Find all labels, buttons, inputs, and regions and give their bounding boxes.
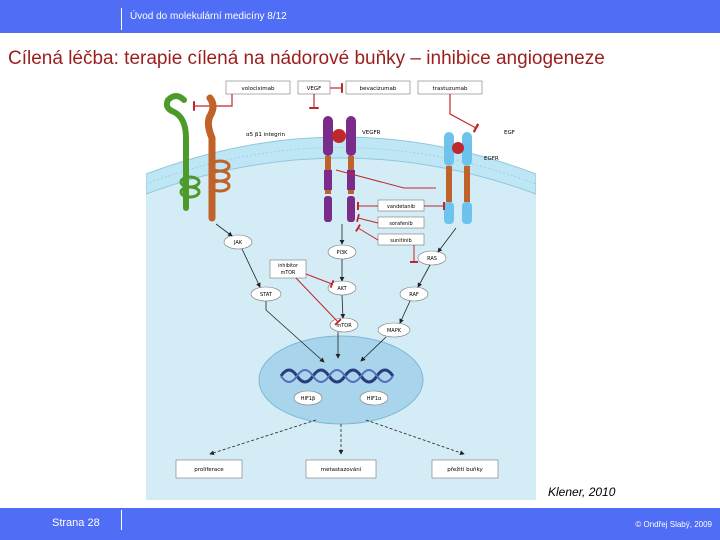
node-mapk: MAPK: [377, 322, 411, 338]
tki-label: sunitinib: [390, 238, 411, 244]
svg-text:JAK: JAK: [233, 240, 243, 246]
receptor-label-egfr: EGFR: [484, 156, 499, 162]
drug-label-volociximab: volociximab: [241, 86, 275, 92]
signaling-arrows: [215, 223, 457, 363]
node-hif1b: HIF1β: [293, 390, 323, 406]
trastuzumab-inhibition: [449, 94, 480, 133]
tki-box-vandetanib: vandetanib: [377, 199, 425, 212]
tki-box-sorafenib: sorafenib: [377, 216, 425, 229]
footer-divider: [121, 510, 122, 530]
svg-text:proliferace: proliferace: [194, 467, 224, 473]
svg-text:inhibitor: inhibitor: [278, 263, 298, 269]
ligand-box-vegf: VEGF: [297, 80, 331, 95]
svg-text:mTOR: mTOR: [336, 323, 352, 329]
node-mtor: mTOR: [329, 317, 359, 333]
outcome-metastazovani: metastazování: [305, 459, 377, 479]
svg-text:HIF1α: HIF1α: [367, 396, 382, 402]
svg-text:AKT: AKT: [337, 286, 347, 292]
outcome-arrows: [209, 419, 465, 456]
drug-label-bevacizumab: bevacizumab: [360, 86, 397, 92]
volociximab-inhibition: [192, 94, 233, 111]
header-bar: Úvod do molekulární medicíny 8/12: [0, 0, 720, 33]
svg-text:STAT: STAT: [260, 292, 273, 298]
slide-title: Cílená léčba: terapie cílená na nádorové…: [8, 48, 605, 69]
node-jak: JAK: [223, 234, 253, 250]
header-divider: [121, 8, 122, 30]
drug-box-trastuzumab: trastuzumab: [417, 80, 483, 95]
svg-text:RAS: RAS: [427, 256, 437, 262]
node-pi3k: PI3K: [327, 244, 357, 260]
ligand-label-egf: EGF: [504, 130, 515, 136]
svg-text:metastazování: metastazování: [321, 466, 362, 473]
drug-box-volociximab: volociximab: [225, 80, 291, 95]
course-title: Úvod do molekulární medicíny 8/12: [130, 11, 287, 22]
outcome-preziti-bunky: přežití buňky: [431, 459, 499, 479]
figure-credit: Klener, 2010: [548, 485, 616, 499]
vegfr-receptor: VEGFR: [323, 116, 381, 222]
copyright: © Ondřej Slabý, 2009: [635, 520, 712, 529]
tki-label: sorafenib: [389, 221, 412, 227]
node-hif1a: HIF1α: [359, 390, 389, 406]
egfr-receptor: EGFR EGF: [444, 130, 515, 224]
cell-membrane: [146, 136, 536, 195]
svg-text:přežití buňky: přežití buňky: [447, 466, 483, 473]
receptor-label-vegfr: VEGFR: [362, 130, 381, 136]
node-ras: RAS: [417, 250, 447, 266]
tki-box-sunitinib: sunitinib: [377, 233, 425, 246]
page-number: Strana 28: [52, 517, 100, 529]
drug-box-bevacizumab: bevacizumab: [345, 80, 411, 95]
drug-label-trastuzumab: trastuzumab: [433, 86, 468, 92]
dna-helix: [279, 368, 395, 384]
node-stat: STAT: [250, 286, 282, 302]
outcome-proliferace: proliferace: [175, 459, 243, 479]
node-akt: AKT: [327, 280, 357, 296]
svg-text:PI3K: PI3K: [337, 250, 349, 256]
integrin-receptor: α5 β1 integrin: [163, 93, 285, 222]
angiogenesis-diagram: volociximab VEGF bevacizumab trastuzumab…: [146, 78, 536, 500]
node-raf: RAF: [399, 286, 429, 302]
footer-bar: Strana 28 © Ondřej Slabý, 2009: [0, 508, 720, 540]
tki-label: vandetanib: [387, 204, 415, 210]
svg-text:RAF: RAF: [409, 292, 419, 298]
receptor-label-integrin: α5 β1 integrin: [246, 132, 285, 138]
ligand-label-vegf: VEGF: [307, 86, 322, 92]
svg-text:MAPK: MAPK: [387, 328, 402, 334]
svg-text:HIF1β: HIF1β: [301, 396, 315, 402]
svg-text:mTOR: mTOR: [281, 270, 296, 276]
node-mtor-inhibitor: inhibitor mTOR: [269, 259, 307, 279]
